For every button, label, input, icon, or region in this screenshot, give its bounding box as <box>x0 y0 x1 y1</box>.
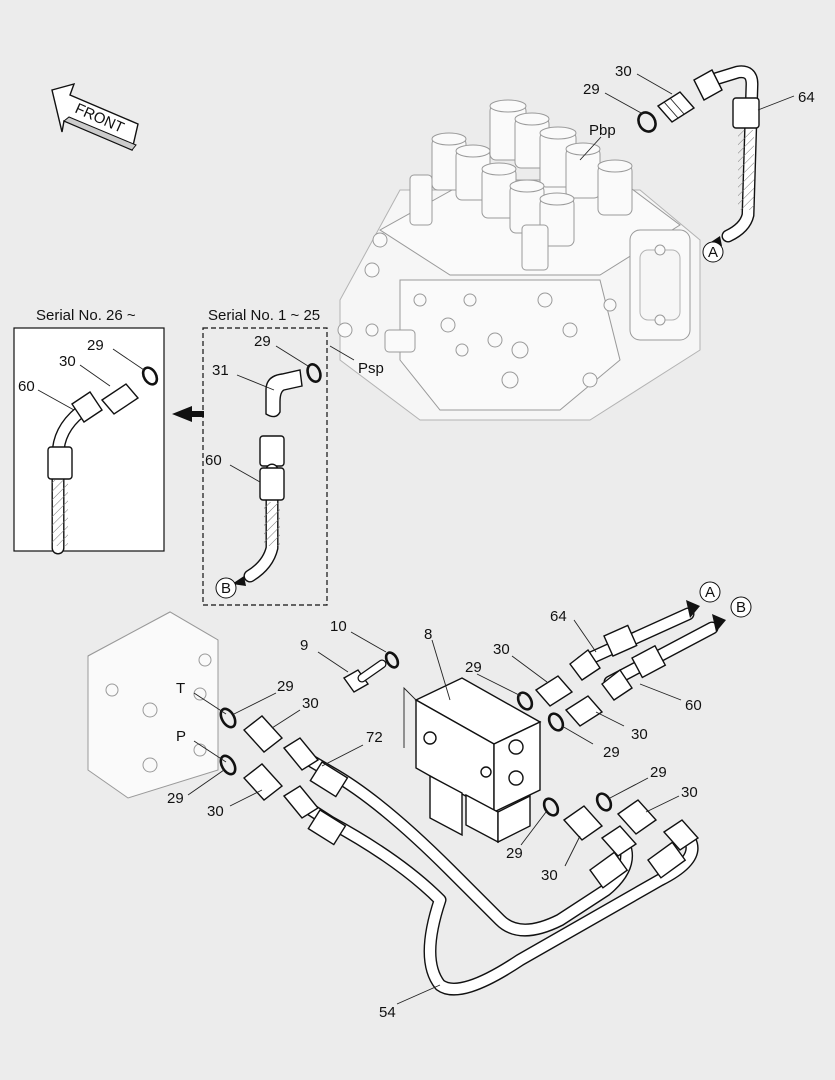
part-29-b1: 29 <box>506 845 523 862</box>
part-60-lower: 60 <box>685 697 702 714</box>
valve-block-8 <box>403 677 542 844</box>
part-54: 54 <box>379 1004 396 1021</box>
arrow-left-icon <box>172 406 192 422</box>
labels: Serial No. 26 ~ Serial No. 1 ~ 25 Pbp Ps… <box>18 63 815 1021</box>
elbow-54 <box>662 819 700 851</box>
hose-64-lower <box>569 600 700 681</box>
connector-b-inset: B <box>215 577 237 599</box>
part-30-v1: 30 <box>493 641 510 658</box>
serial-new-label: Serial No. 26 ~ <box>36 307 136 324</box>
elbow-72 <box>600 825 638 857</box>
part-29-b2: 29 <box>650 764 667 781</box>
part-60-old: 60 <box>205 452 222 469</box>
o-ring-29-top <box>637 111 657 133</box>
connector-a-top: A <box>702 241 724 263</box>
adapter-30-v2 <box>564 695 604 727</box>
inset-old-serial <box>202 327 328 606</box>
part-30-t: 30 <box>302 695 319 712</box>
bolt-9 <box>342 659 387 693</box>
front-arrow-icon: FRONT <box>51 82 139 151</box>
part-29-t: 29 <box>277 678 294 695</box>
part-29-top: 29 <box>583 81 600 98</box>
hose-54 <box>282 785 699 996</box>
connector-a-lower: A <box>699 581 721 603</box>
adapter-30-top <box>656 91 696 123</box>
svg-text:A: A <box>705 584 715 601</box>
adapter-30-t <box>242 715 284 753</box>
part-8: 8 <box>424 626 432 643</box>
part-30-b2: 30 <box>681 784 698 801</box>
part-30-new: 30 <box>59 353 76 370</box>
port-t-label: T <box>176 680 185 697</box>
part-31-old: 31 <box>212 362 229 379</box>
part-30-top: 30 <box>615 63 632 80</box>
hose-72 <box>282 737 634 937</box>
part-10: 10 <box>330 618 347 635</box>
adapter-30-b2 <box>616 799 658 835</box>
part-30-b1: 30 <box>541 867 558 884</box>
hose-60-lower <box>601 614 726 701</box>
svg-text:A: A <box>708 244 718 261</box>
port-psp-label: Psp <box>358 360 384 377</box>
part-29-new: 29 <box>87 337 104 354</box>
washer-10 <box>384 651 400 669</box>
part-29-v2: 29 <box>603 744 620 761</box>
part-64-lower: 64 <box>550 608 567 625</box>
part-29-p: 29 <box>167 790 184 807</box>
part-30-p: 30 <box>207 803 224 820</box>
port-pbp-label: Pbp <box>589 122 616 139</box>
adapter-30-b1 <box>562 805 604 841</box>
serial-old-label: Serial No. 1 ~ 25 <box>208 307 320 324</box>
manifold-block <box>87 611 219 799</box>
part-60-new: 60 <box>18 378 35 395</box>
part-72: 72 <box>366 729 383 746</box>
part-30-v2: 30 <box>631 726 648 743</box>
main-control-valve <box>337 99 701 421</box>
adapter-30-v1 <box>534 675 574 707</box>
part-29-old: 29 <box>254 333 271 350</box>
leader-lines <box>37 73 795 1005</box>
part-9: 9 <box>300 637 308 654</box>
inset-new-serial <box>13 327 165 555</box>
connector-b-lower: B <box>730 596 752 618</box>
svg-text:B: B <box>221 580 231 597</box>
port-p-label: P <box>176 728 186 745</box>
svg-text:B: B <box>736 599 746 616</box>
part-29-v1: 29 <box>465 659 482 676</box>
adapter-30-p <box>242 763 284 801</box>
part-64-top: 64 <box>798 89 815 106</box>
pilot-hose-64 <box>693 65 760 246</box>
